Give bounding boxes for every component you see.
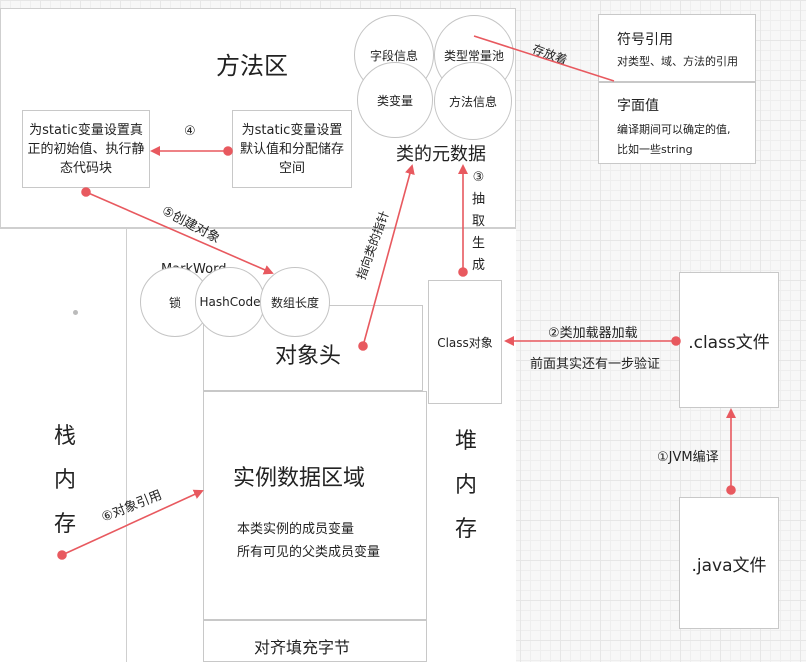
literal-title: 字面值: [617, 98, 659, 114]
stack-char: 存: [54, 512, 77, 537]
markword-circle-hashcode: HashCode: [195, 267, 265, 337]
extract-label: ③ 抽 取 生 成: [472, 167, 485, 277]
instance-data-box: [203, 391, 427, 620]
stack-dot: [73, 310, 78, 315]
step4-label: ④: [184, 124, 196, 139]
static-init-text: 为static变量设置真正的初始值、执行静态代码块: [27, 122, 145, 176]
markword-circle-arraylen: 数组长度: [260, 267, 330, 337]
java-file-label: .java文件: [691, 555, 767, 576]
arrow-class-pointer-dot: [358, 341, 368, 351]
arrow-stored-line: [473, 35, 615, 82]
object-header-title: 对象头: [275, 344, 342, 369]
extract-char: 成: [472, 258, 486, 273]
arrow-class-pointer: [362, 164, 415, 347]
extract-char: 取: [472, 214, 486, 229]
symbol-ref-title: 符号引用: [617, 32, 673, 48]
arrow-object-ref-dot: [57, 550, 67, 560]
stack-memory-label: 栈 内 存: [54, 415, 76, 547]
heap-memory-label: 堆 内 存: [455, 420, 477, 552]
stack-char: 栈: [54, 424, 77, 449]
class-meta-circle-methods: 方法信息: [434, 62, 512, 140]
arrow-create-object: [85, 191, 274, 275]
arrow-object-ref: [61, 489, 204, 556]
class-file-box: .class文件: [679, 272, 779, 408]
extract-char: 抽: [472, 192, 486, 207]
literal-box: 字面值 编译期间可以确定的值, 比如一些string: [598, 82, 756, 164]
arrow-class-loader-dot: [671, 336, 681, 346]
arrow-jvm-compile-dot: [726, 485, 736, 495]
class-meta-circle-classvars: 类变量: [357, 62, 433, 138]
instance-data-title: 实例数据区域: [233, 466, 366, 491]
stack-region: [0, 228, 126, 662]
arrow-create-object-dot: [81, 187, 91, 197]
loader-label: ②类加载器加载: [548, 326, 638, 341]
verify-label: 前面其实还有一步验证: [530, 357, 661, 372]
extract-char: ③: [472, 170, 485, 185]
symbol-ref-desc: 对类型、域、方法的引用: [617, 55, 738, 68]
heap-char: 内: [455, 473, 478, 498]
arrow-step4-dot: [223, 146, 233, 156]
instance-desc-1: 本类实例的成员变量: [237, 522, 355, 537]
padding-title: 对齐填充字节: [254, 638, 351, 657]
compile-label: ①JVM编译: [657, 450, 719, 465]
instance-desc-2: 所有可见的父类成员变量: [237, 545, 381, 560]
class-meta-title: 类的元数据: [396, 144, 486, 165]
static-default-box: 为static变量设置默认值和分配储存空间: [232, 110, 352, 188]
java-file-box: .java文件: [679, 497, 779, 629]
stack-char: 内: [54, 468, 77, 493]
literal-desc-1: 编译期间可以确定的值,: [617, 123, 731, 136]
extract-char: 生: [472, 236, 486, 251]
region-divider: [0, 228, 516, 229]
heap-char: 堆: [455, 429, 478, 454]
class-object-label: Class对象: [437, 335, 493, 350]
method-area-title: 方法区: [216, 52, 288, 80]
static-init-box: 为static变量设置真正的初始值、执行静态代码块: [22, 110, 150, 188]
symbol-ref-box: 符号引用 对类型、域、方法的引用: [598, 14, 756, 82]
literal-desc-2: 比如一些string: [617, 143, 693, 156]
arrow-extract-dot: [458, 267, 468, 277]
heap-char: 存: [455, 517, 478, 542]
class-object-box: Class对象: [428, 280, 502, 404]
static-default-text: 为static变量设置默认值和分配储存空间: [239, 122, 344, 176]
class-file-label: .class文件: [688, 332, 770, 353]
